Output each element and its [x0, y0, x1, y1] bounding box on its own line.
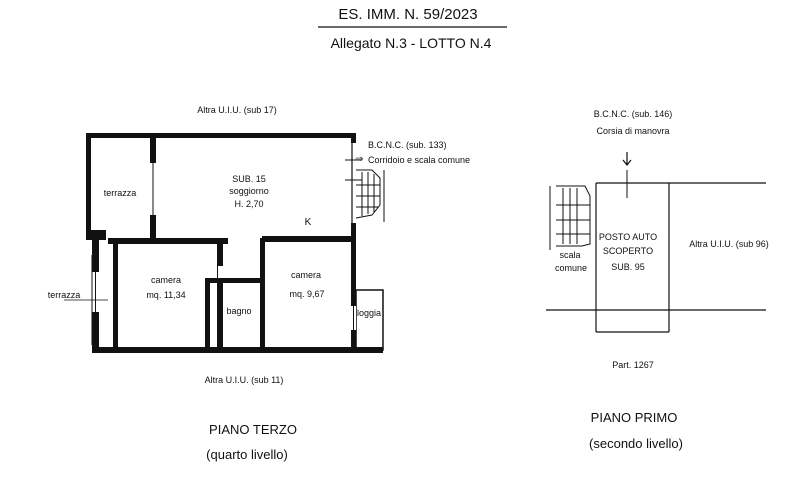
first-floor-subcaption: (secondo livello) [589, 436, 683, 451]
terrace-left-label: terrazza [48, 290, 81, 300]
common-stairs-first-floor [549, 185, 591, 250]
terrace-top-label: terrazza [104, 188, 137, 198]
parking-sub-label: SUB. 95 [611, 262, 645, 272]
loggia-label: loggia [357, 308, 381, 318]
parking-label-2: SCOPERTO [603, 246, 653, 256]
wall-bath-west [205, 278, 210, 350]
wall-room1-west [113, 238, 118, 350]
kitchen-mark: K [305, 217, 312, 228]
bcnc-146-label: B.C.N.C. (sub. 146) [594, 109, 673, 119]
first-floor-plan: B.C.N.C. (sub. 146) Corsia di manovra sc… [546, 109, 769, 451]
wall-living-south-left [108, 238, 228, 244]
room2-area: mq. 9,67 [289, 289, 324, 299]
case-number: ES. IMM. N. 59/2023 [338, 6, 477, 23]
third-floor-caption: PIANO TERZO [209, 422, 297, 437]
wall-living-south-right [262, 236, 354, 242]
wall-corner-west [86, 230, 106, 240]
wall-room2-west [260, 238, 265, 350]
living-sub-label: SUB. 15 [232, 174, 266, 184]
loggia-outline [355, 289, 384, 351]
parking-label: POSTO AUTO [599, 232, 657, 242]
room1-name: camera [151, 275, 181, 285]
room2-name: camera [291, 270, 321, 280]
bcnc-146-desc: Corsia di manovra [596, 126, 669, 136]
bcnc-133-label: B.C.N.C. (sub. 133) [368, 140, 447, 150]
neighbor-bottom-label: Altra U.I.U. (sub 11) [205, 375, 284, 385]
wall-room1-east [217, 240, 223, 352]
living-height-label: H. 2,70 [234, 199, 263, 209]
stairs-label: scala [559, 250, 580, 260]
bcnc-133-desc: Corridoio e scala comune [368, 155, 470, 165]
door-bath-gap [218, 266, 223, 278]
wall-south [92, 347, 383, 353]
parcel-label: Part. 1267 [612, 360, 654, 370]
wall-bath-north [205, 278, 265, 283]
wall-west-terrace [86, 133, 91, 233]
first-floor-caption: PIANO PRIMO [591, 410, 678, 425]
living-name-label: soggiorno [229, 186, 269, 196]
arrow-down-icon [622, 152, 632, 166]
wall-north [86, 133, 356, 138]
third-floor-plan: Altra U.I.U. (sub 17) Altra U.I.U. (sub … [48, 105, 470, 462]
third-floor-subcaption: (quarto livello) [206, 447, 288, 462]
attachment-label: Allegato N.3 - LOTTO N.4 [331, 35, 492, 51]
neighbor-top-label: Altra U.I.U. (sub 17) [197, 105, 277, 115]
wall-east [351, 133, 356, 353]
room1-area: mq. 11,34 [146, 290, 185, 300]
neighbor-right-label: Altra U.I.U. (sub 96) [689, 239, 769, 249]
stairs-label-2: comune [555, 263, 587, 273]
common-stairs-third-floor [355, 169, 385, 222]
east-opening [351, 143, 356, 223]
arrow-icon: ⇒ [355, 154, 363, 165]
bath-label: bagno [226, 306, 251, 316]
